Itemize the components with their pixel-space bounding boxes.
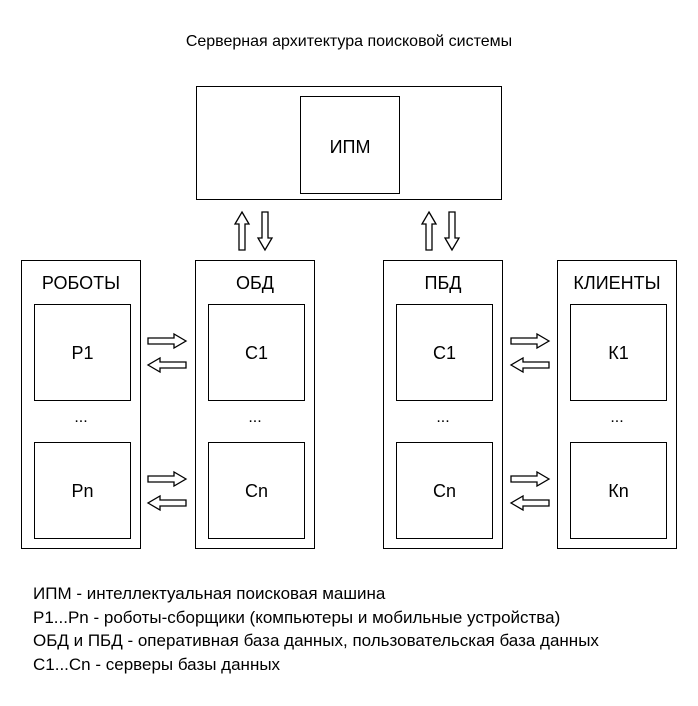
obd-column-title: ОБД	[235, 273, 274, 293]
pbd-c1-box: C1	[396, 304, 493, 401]
pbd-column: ПБД C1 ... Cn	[383, 260, 503, 549]
clients-column-title: КЛИЕНТЫ	[573, 273, 661, 293]
robots-obd-top-right-arrow-icon	[147, 333, 187, 349]
client-kn-box: Кn	[570, 442, 667, 539]
robots-obd-bottom-right-arrow-icon	[147, 471, 187, 487]
ipm-block: ИПМ	[196, 86, 502, 200]
robot-pn-box: Pn	[34, 442, 131, 539]
pbd-c1-label: C1	[432, 343, 456, 363]
legend-line-robots: P1...Pn - роботы-сборщики (компьютеры и …	[33, 607, 561, 627]
clients-ellipsis: ...	[610, 409, 624, 426]
ipm-label: ИПМ	[329, 137, 371, 157]
robots-ellipsis: ...	[74, 409, 88, 426]
pbd-clients-top-left-arrow-icon	[510, 357, 550, 373]
diagram-title: Серверная архитектура поисковой системы	[185, 33, 513, 50]
ipm-pbd-up-arrow-icon	[421, 211, 437, 251]
obd-column: ОБД C1 ... Cn	[195, 260, 315, 549]
legend-line-ipm: ИПМ - интеллектуальная поисковая машина	[33, 584, 386, 603]
pbd-cn-box: Cn	[396, 442, 493, 539]
obd-cn-box: Cn	[208, 442, 305, 539]
robots-obd-bottom-left-arrow-icon	[147, 495, 187, 511]
pbd-column-title: ПБД	[424, 273, 462, 293]
robot-p1-box: P1	[34, 304, 131, 401]
robots-column-title: РОБОТЫ	[41, 273, 121, 293]
obd-c1-label: C1	[244, 343, 268, 363]
obd-cn-label: Cn	[244, 481, 268, 501]
obd-ellipsis: ...	[248, 409, 262, 426]
pbd-ellipsis: ...	[436, 409, 450, 426]
ipm-obd-down-arrow-icon	[257, 211, 273, 251]
ipm-pbd-down-arrow-icon	[444, 211, 460, 251]
robot-p1-label: P1	[71, 343, 94, 363]
clients-column: КЛИЕНТЫ К1 ... Кn	[557, 260, 677, 549]
legend-line-databases: ОБД и ПБД - оперативная база данных, пол…	[33, 631, 599, 650]
robots-column: РОБОТЫ P1 ... Pn	[21, 260, 141, 549]
pbd-clients-top-right-arrow-icon	[510, 333, 550, 349]
pbd-clients-bottom-left-arrow-icon	[510, 495, 550, 511]
robots-obd-top-left-arrow-icon	[147, 357, 187, 373]
legend-line-servers: С1...Cn - серверы базы данных	[33, 654, 281, 674]
robot-pn-label: Pn	[71, 481, 94, 501]
client-kn-label: Кn	[608, 481, 629, 501]
pbd-clients-bottom-right-arrow-icon	[510, 471, 550, 487]
client-k1-label: К1	[608, 343, 629, 363]
client-k1-box: К1	[570, 304, 667, 401]
obd-c1-box: C1	[208, 304, 305, 401]
legend: ИПМ - интеллектуальная поисковая машина …	[33, 582, 599, 676]
pbd-cn-label: Cn	[432, 481, 456, 501]
ipm-inner-box: ИПМ	[300, 96, 400, 194]
ipm-obd-up-arrow-icon	[234, 211, 250, 251]
